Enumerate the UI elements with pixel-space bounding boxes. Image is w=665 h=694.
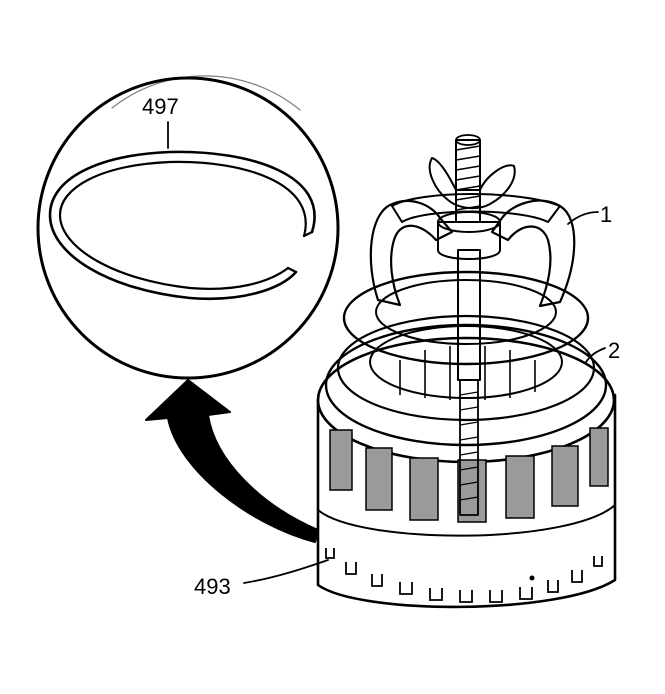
spline-teeth <box>325 548 603 603</box>
direction-arrow <box>145 379 319 543</box>
clutch-housing <box>316 336 617 609</box>
detail-magnifier <box>36 75 340 380</box>
spring-compressor-tool <box>342 134 590 516</box>
callout-1: 1 <box>600 202 612 227</box>
callout-2: 2 <box>608 338 620 363</box>
leader-lines <box>167 121 606 584</box>
snap-ring <box>48 150 316 301</box>
leader-493 <box>243 559 329 584</box>
leader-2 <box>585 347 606 363</box>
callout-493: 493 <box>194 574 231 599</box>
callout-497: 497 <box>142 94 179 119</box>
leader-1 <box>567 211 599 225</box>
drum-windows <box>329 427 609 523</box>
spring-retainer <box>324 314 608 447</box>
wing-nut <box>428 157 516 210</box>
